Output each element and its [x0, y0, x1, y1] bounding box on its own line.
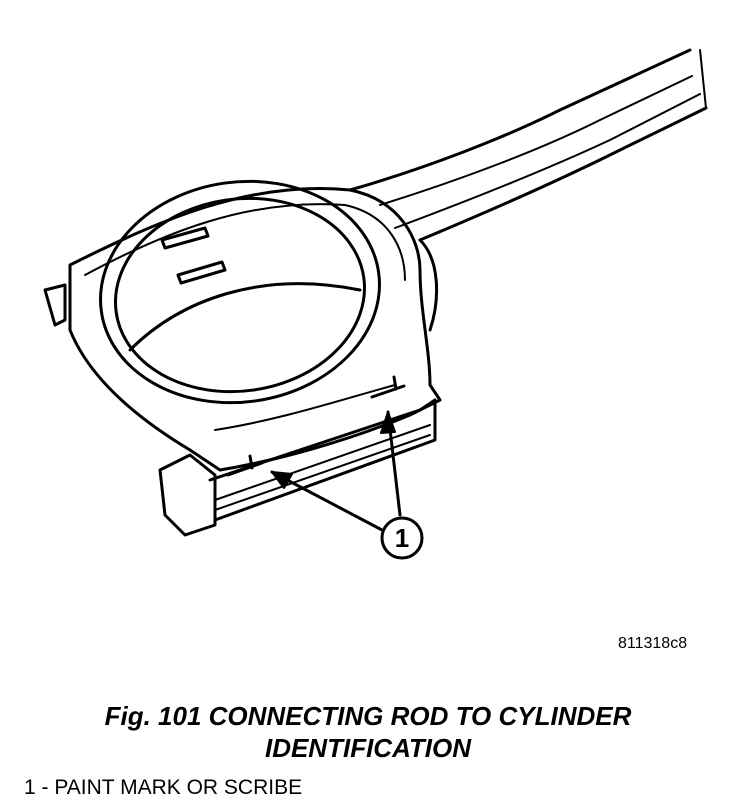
- connecting-rod-illustration: 1: [43, 48, 708, 560]
- callout-leaders: [270, 410, 402, 532]
- figure-caption: Fig. 101 CONNECTING ROD TO CYLINDER IDEN…: [0, 700, 736, 764]
- rod-cap: [43, 283, 437, 537]
- callout-1: 1: [380, 516, 424, 560]
- caption-line-2: IDENTIFICATION: [264, 733, 472, 763]
- paint-mark-right: [370, 375, 406, 399]
- paint-marks: [226, 375, 406, 477]
- caption-line-1: Fig. 101 CONNECTING ROD TO CYLINDER: [104, 701, 632, 731]
- figure-reference-code: 811318c8: [618, 635, 688, 652]
- callout-number: 1: [395, 523, 409, 553]
- bearing-bore: [99, 179, 381, 405]
- paint-mark-left: [226, 454, 264, 477]
- legend-item: 1 - PAINT MARK OR SCRIBE: [24, 776, 303, 799]
- rod-beam: [348, 48, 708, 332]
- big-end-housing: [68, 186, 442, 472]
